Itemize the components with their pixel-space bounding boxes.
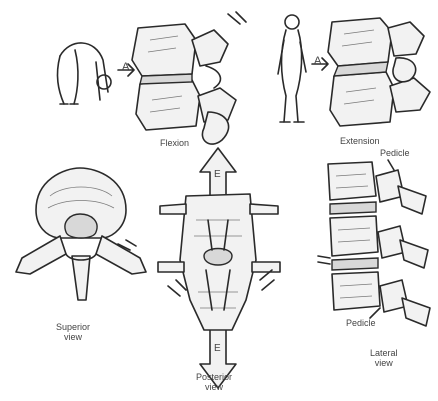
superior-view-caption: Superior view	[56, 322, 90, 342]
pedicle-label-top: Pedicle	[380, 148, 410, 158]
lateral-view-caption-line2: view	[370, 358, 398, 368]
posterior-view-caption: Posterior view	[196, 372, 232, 392]
posterior-view-caption-line2: view	[196, 382, 232, 392]
extension-figure	[278, 15, 306, 122]
superior-view-caption-line2: view	[56, 332, 90, 342]
lateral-view-spine	[318, 160, 430, 326]
arrow-e-label-bottom: E	[214, 344, 221, 354]
lateral-view-caption: Lateral view	[370, 348, 398, 368]
superior-view-vertebra	[16, 168, 146, 300]
arrow-a-label-flexion: A	[122, 62, 129, 72]
posterior-view-caption-line1: Posterior	[196, 372, 232, 382]
flexion-spine-segment	[118, 12, 246, 144]
extension-caption: Extension	[340, 136, 380, 146]
extension-spine-segment	[312, 18, 430, 126]
superior-view-caption-line1: Superior	[56, 322, 90, 332]
flexion-caption: Flexion	[160, 138, 189, 148]
pedicle-label-bottom: Pedicle	[346, 318, 376, 328]
arrow-e-label-top: E	[214, 170, 221, 180]
flexion-figure	[57, 43, 111, 104]
arrow-a-label-extension: A	[314, 56, 321, 66]
lateral-view-caption-line1: Lateral	[370, 348, 398, 358]
